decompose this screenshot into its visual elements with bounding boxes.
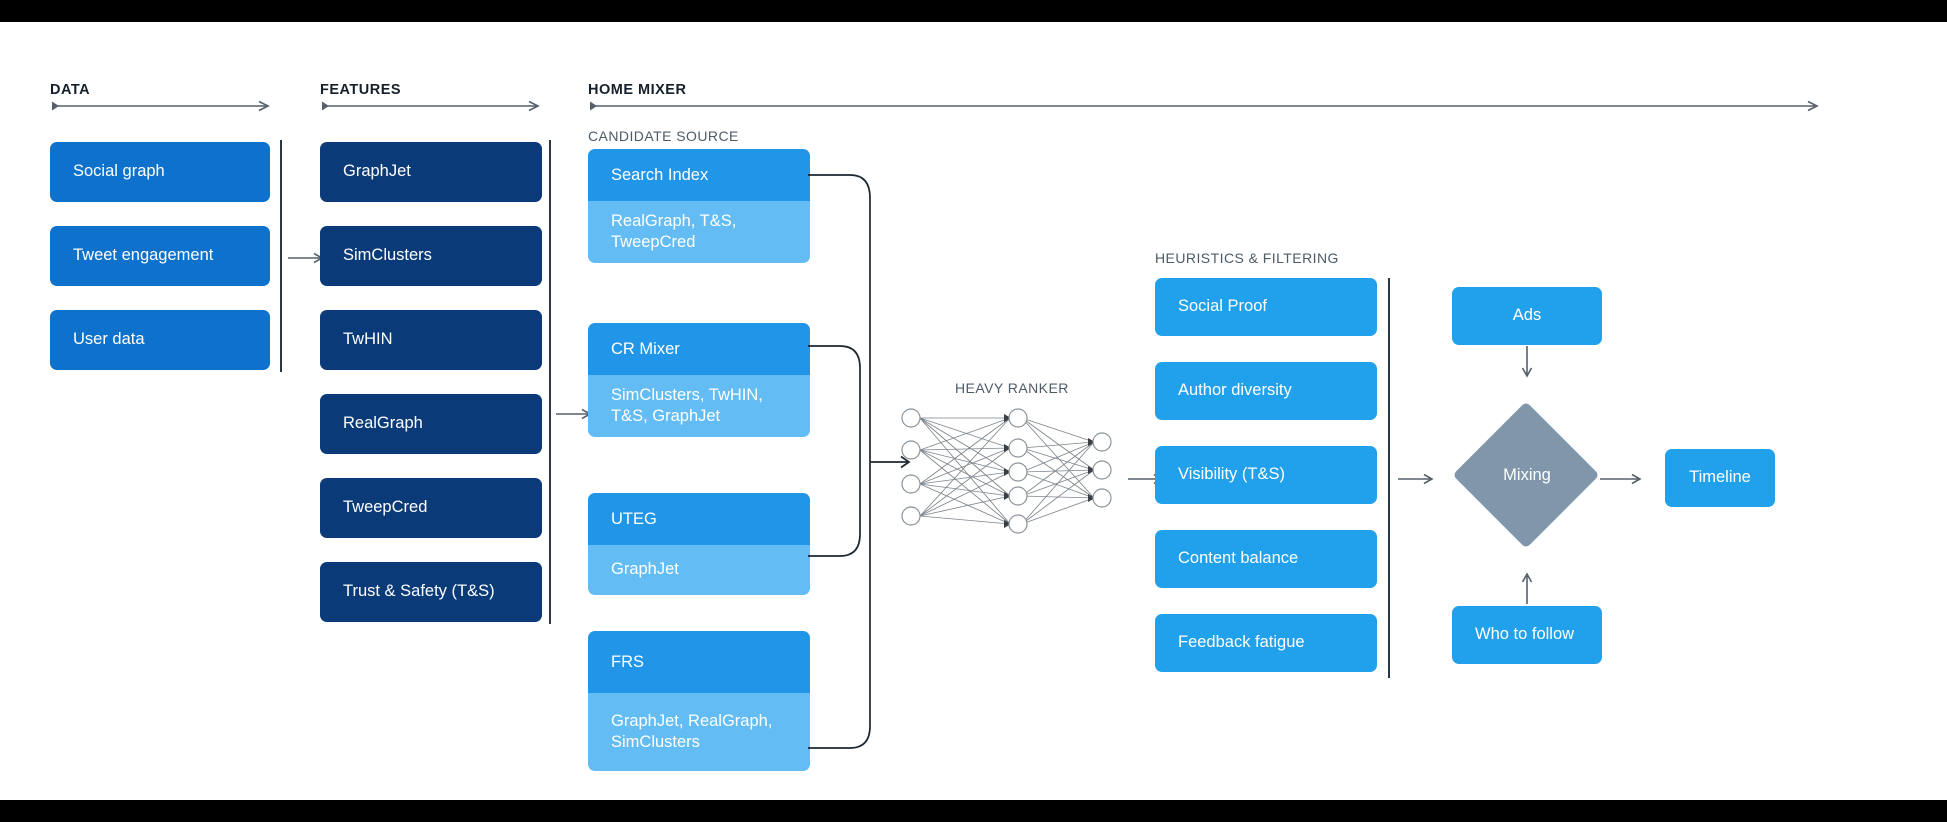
- candidate-card-cr-mixer[interactable]: CR Mixer SimClusters, TwHIN, T&S, GraphJ…: [588, 323, 810, 437]
- heuristics-column-divider: [1388, 278, 1390, 678]
- heavy-ranker-neural-net: [898, 404, 1118, 534]
- ads-to-mixing-arrow: [1521, 346, 1533, 387]
- output-box-ads[interactable]: Ads: [1452, 287, 1602, 345]
- feature-box-twhin[interactable]: TwHIN: [320, 310, 542, 370]
- candidate-to-ranker-connector: [808, 172, 928, 752]
- feature-box-tweepcred[interactable]: TweepCred: [320, 478, 542, 538]
- feature-box-trust-safety[interactable]: Trust & Safety (T&S): [320, 562, 542, 622]
- feature-box-realgraph[interactable]: RealGraph: [320, 394, 542, 454]
- candidate-card-title: UTEG: [588, 493, 810, 545]
- diagram-canvas: DATA Social graph Tweet engagement User …: [0, 22, 1947, 800]
- feature-box-simclusters[interactable]: SimClusters: [320, 226, 542, 286]
- section-title-home-mixer: HOME MIXER: [588, 82, 687, 98]
- heuristic-box-feedback-fatigue[interactable]: Feedback fatigue: [1155, 614, 1377, 672]
- data-column-divider: [280, 140, 282, 372]
- data-box-tweet-engagement[interactable]: Tweet engagement: [50, 226, 270, 286]
- candidate-card-uteg[interactable]: UTEG GraphJet: [588, 493, 810, 595]
- data-phase-arrow: [50, 100, 274, 112]
- output-box-who-to-follow[interactable]: Who to follow: [1452, 606, 1602, 664]
- section-title-features: FEATURES: [320, 82, 402, 98]
- candidate-card-search-index[interactable]: Search Index RealGraph, T&S, TweepCred: [588, 149, 810, 263]
- data-box-social-graph[interactable]: Social graph: [50, 142, 270, 202]
- mixing-label: Mixing: [1503, 466, 1551, 484]
- mixing-to-timeline-arrow: [1600, 472, 1646, 490]
- data-box-user-data[interactable]: User data: [50, 310, 270, 370]
- home-mixer-phase-arrow: [588, 100, 1823, 112]
- candidate-card-features: GraphJet: [588, 545, 810, 595]
- subsection-title-heuristics: HEURISTICS & FILTERING: [1155, 250, 1339, 266]
- heuristic-box-content-balance[interactable]: Content balance: [1155, 530, 1377, 588]
- features-column-divider: [549, 140, 551, 624]
- heuristic-box-visibility[interactable]: Visibility (T&S): [1155, 446, 1377, 504]
- features-phase-arrow: [320, 100, 544, 112]
- candidate-card-title: Search Index: [588, 149, 810, 201]
- candidate-card-features: RealGraph, T&S, TweepCred: [588, 201, 810, 263]
- candidate-card-title: FRS: [588, 631, 810, 693]
- section-title-data: DATA: [50, 82, 91, 98]
- candidate-card-features: GraphJet, RealGraph, SimClusters: [588, 693, 810, 771]
- subsection-title-candidate-source: CANDIDATE SOURCE: [588, 128, 739, 144]
- output-box-timeline[interactable]: Timeline: [1665, 449, 1775, 507]
- heuristics-to-mixing-arrow: [1398, 472, 1438, 490]
- heuristic-box-social-proof[interactable]: Social Proof: [1155, 278, 1377, 336]
- subsection-title-heavy-ranker: HEAVY RANKER: [955, 380, 1069, 396]
- feature-box-graphjet[interactable]: GraphJet: [320, 142, 542, 202]
- who-to-follow-to-mixing-arrow: [1521, 568, 1533, 609]
- candidate-card-frs[interactable]: FRS GraphJet, RealGraph, SimClusters: [588, 631, 810, 771]
- heuristic-box-author-diversity[interactable]: Author diversity: [1155, 362, 1377, 420]
- candidate-card-features: SimClusters, TwHIN, T&S, GraphJet: [588, 375, 810, 437]
- candidate-card-title: CR Mixer: [588, 323, 810, 375]
